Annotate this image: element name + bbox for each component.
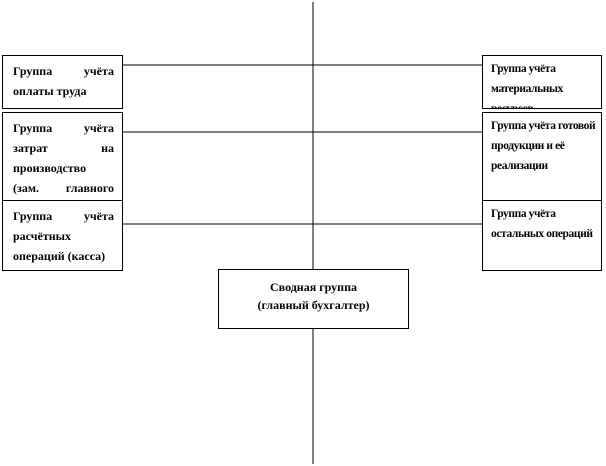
box-production-costs-group-label: Группа учёта затрат на производство (зам… [13,121,114,195]
summary-group-title: Сводная группа [270,280,357,294]
box-settlements-group: Группа учёта расчётных операций (касса) [2,200,123,271]
box-material-resources-group-label: Группа учёта материальных ресурсов [491,63,563,109]
box-other-operations-group-label: Группа учёта остальных операций [491,208,593,240]
box-finished-goods-group-label: Группа учёта готовой продукции и её реал… [491,120,596,172]
box-summary-group: Сводная группа (главный бухгалтер) [218,269,409,329]
summary-group-subtitle: (главный бухгалтер) [257,298,370,312]
box-settlements-group-label: Группа учёта расчётных операций (касса) [13,209,114,263]
box-finished-goods-group: Группа учёта готовой продукции и её реал… [482,112,602,201]
box-summary-group-label: Сводная группа (главный бухгалтер) [219,270,408,314]
box-other-operations-group: Группа учёта остальных операций [482,200,602,271]
box-production-costs-group: Группа учёта затрат на производство (зам… [2,112,123,201]
box-payroll-group-label: Группа учёта оплаты труда [13,64,114,98]
box-payroll-group: Группа учёта оплаты труда [2,55,123,109]
box-material-resources-group: Группа учёта материальных ресурсов [482,55,602,109]
